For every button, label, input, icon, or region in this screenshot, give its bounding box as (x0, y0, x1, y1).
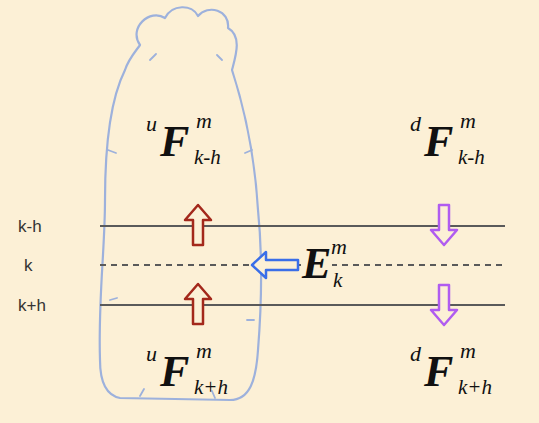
superscript: m (330, 236, 348, 258)
superscript: m (460, 110, 476, 132)
superscript: d (410, 343, 421, 365)
level-label: k+h (18, 297, 46, 314)
subscript: k-h (458, 147, 485, 168)
level-label: k (24, 257, 33, 274)
superscript: m (196, 340, 212, 362)
superscript: d (410, 113, 421, 135)
level-label: k-h (18, 218, 42, 235)
superscript: u (146, 343, 157, 365)
down-arrow (431, 285, 457, 325)
up-arrow (185, 205, 211, 245)
down-arrow (431, 205, 457, 245)
subscript: k+h (194, 377, 228, 398)
cloud-outline (100, 7, 261, 400)
flux-symbol: F (160, 350, 189, 394)
flux-symbol: F (424, 120, 453, 164)
flux-symbol: F (424, 350, 453, 394)
field-symbol: E (301, 242, 332, 286)
subscript: k-h (194, 147, 221, 168)
superscript: m (196, 110, 212, 132)
superscript: u (146, 113, 157, 135)
left-arrow (252, 252, 298, 278)
up-arrow (185, 284, 211, 324)
superscript: m (460, 340, 476, 362)
flux-symbol: F (160, 120, 189, 164)
subscript: k+h (458, 377, 492, 398)
subscript: k (332, 270, 343, 291)
